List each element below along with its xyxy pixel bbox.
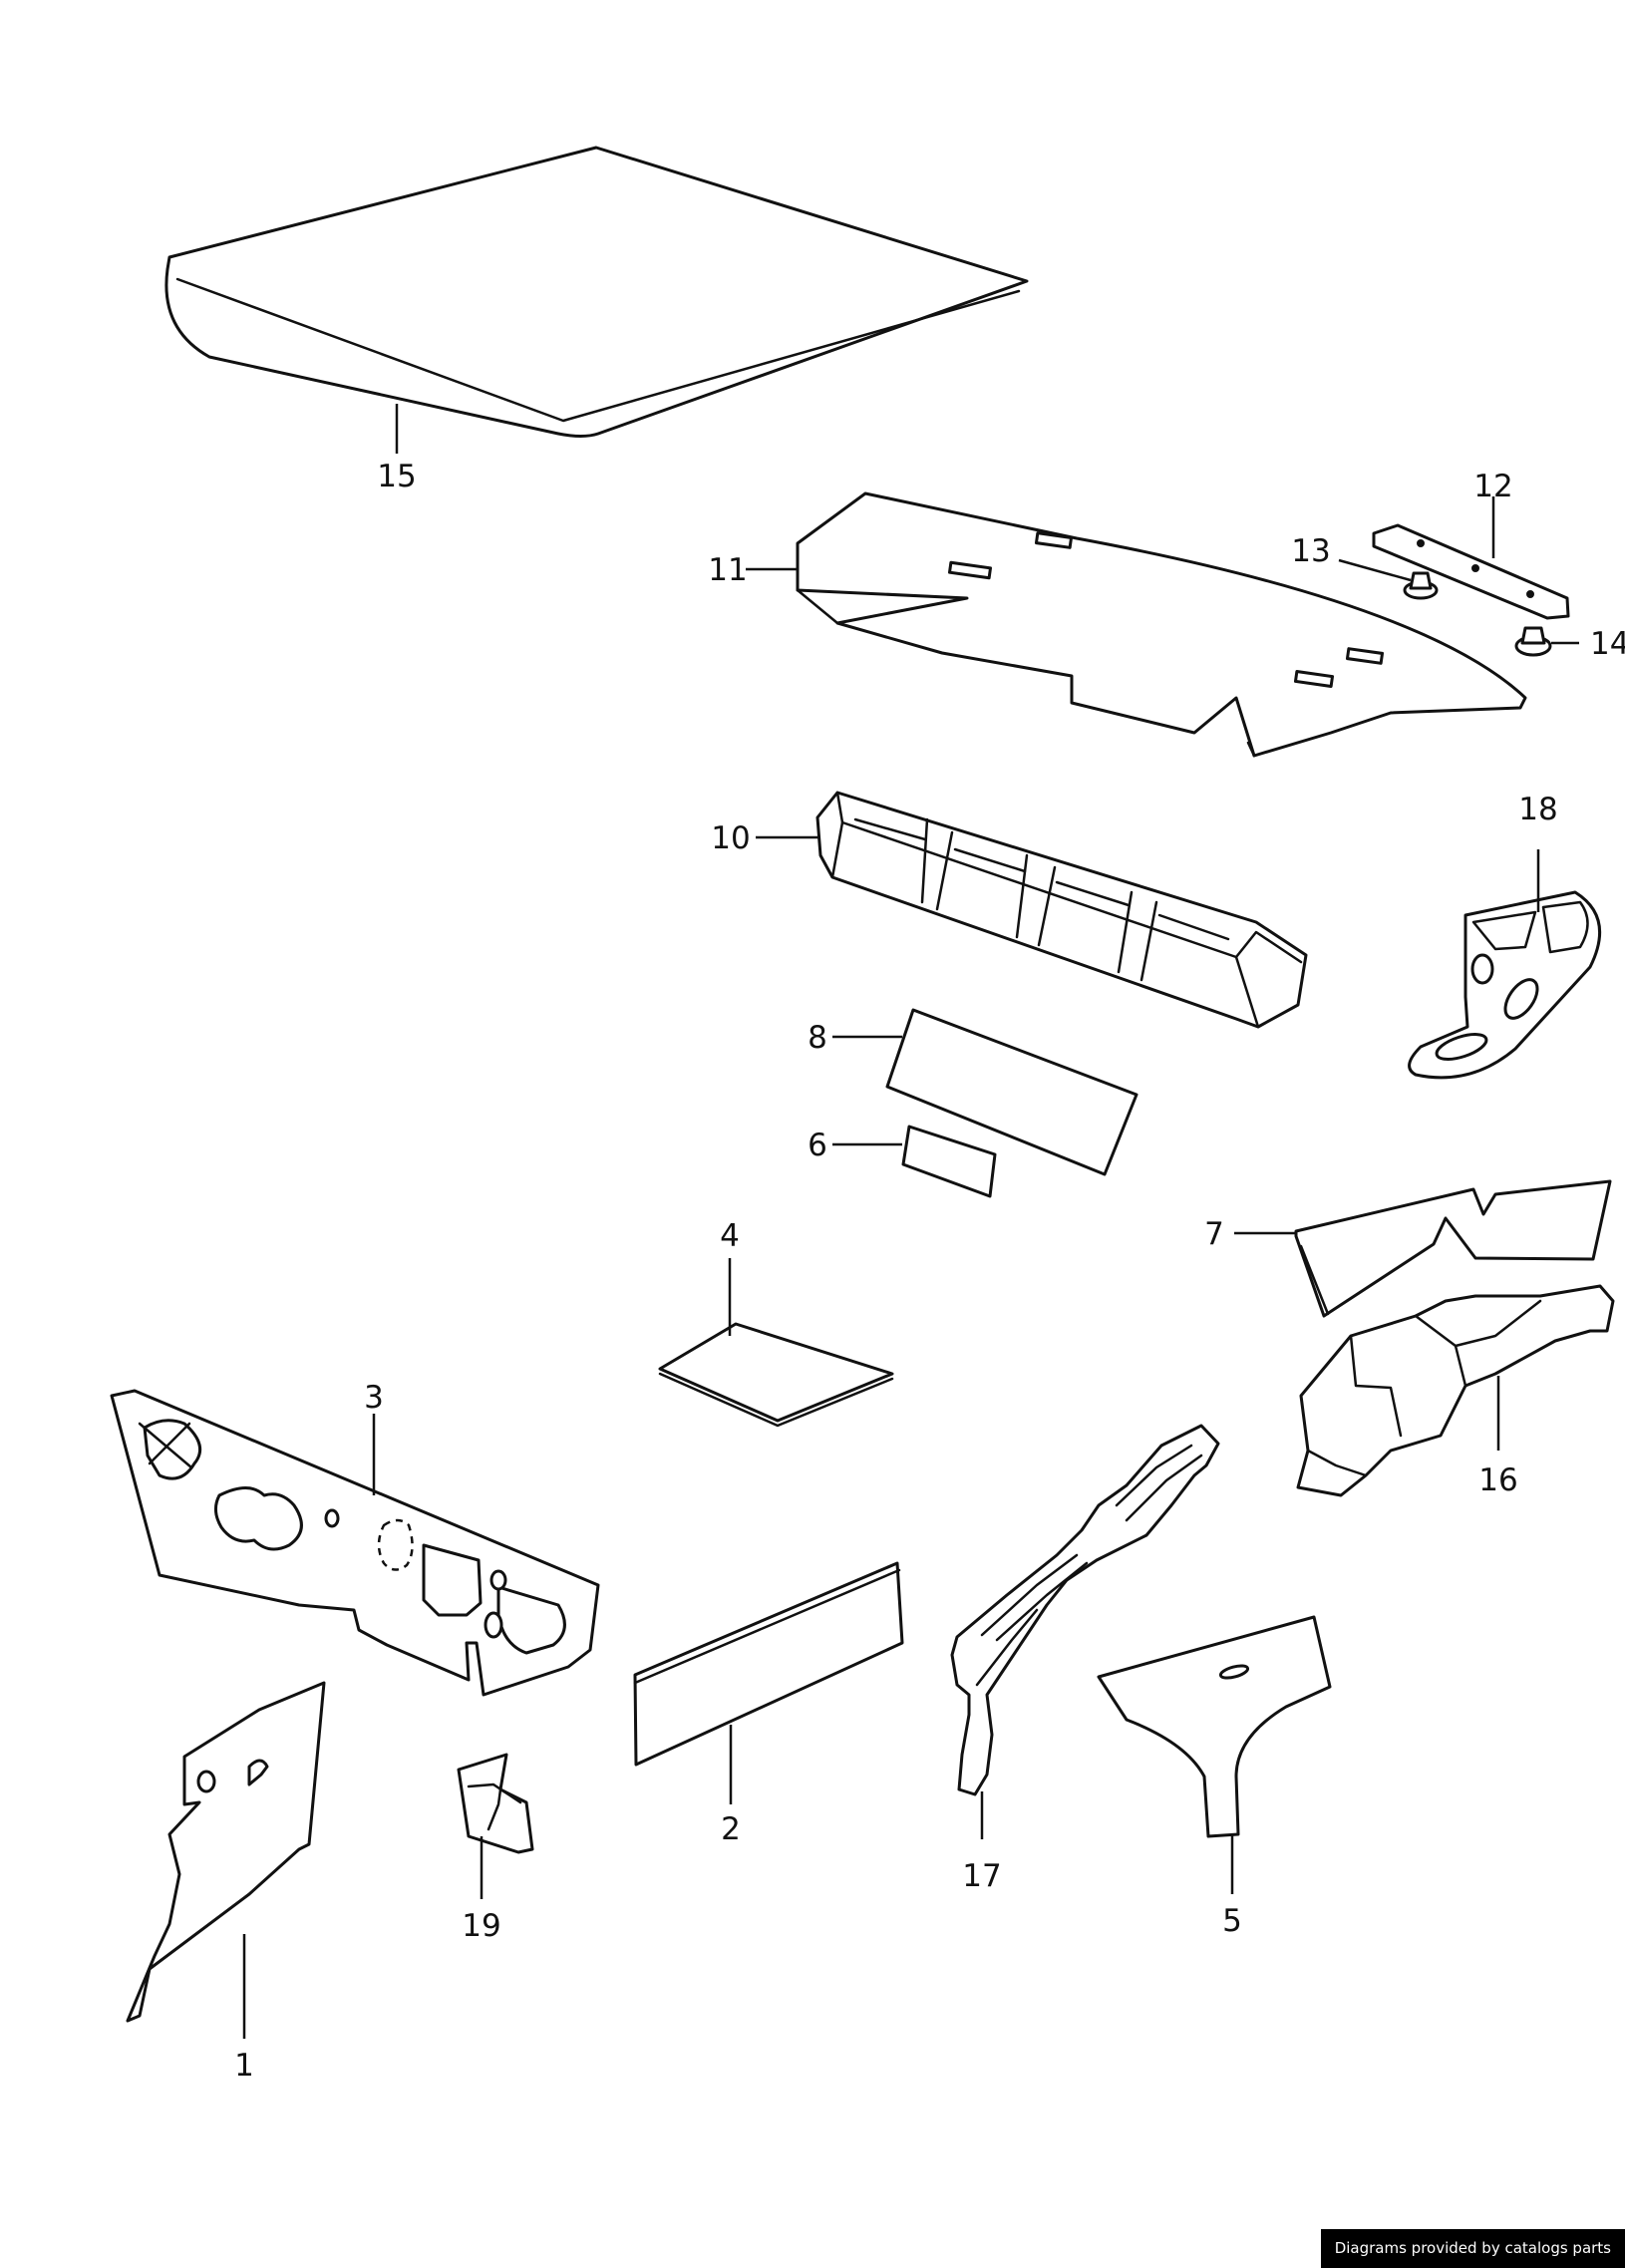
part-5-fan-pad[interactable] bbox=[1097, 1615, 1332, 1894]
part-1-angled-pad[interactable] bbox=[126, 1681, 326, 2039]
part-2-flat-board[interactable] bbox=[633, 1561, 904, 1804]
part-7-curved-panel[interactable] bbox=[1234, 1179, 1612, 1318]
callout-10: 10 bbox=[711, 820, 750, 856]
part-12-bracket[interactable] bbox=[1372, 496, 1570, 620]
part-16-molded-foam[interactable] bbox=[1296, 1284, 1615, 1497]
callout-7: 7 bbox=[1204, 1216, 1224, 1252]
callout-4: 4 bbox=[720, 1218, 740, 1254]
callout-13: 13 bbox=[1291, 533, 1330, 569]
part-3-dash-panel[interactable] bbox=[110, 1389, 600, 1697]
callout-12: 12 bbox=[1473, 469, 1512, 504]
part-8-pad[interactable] bbox=[832, 1008, 1138, 1176]
callout-16: 16 bbox=[1478, 1462, 1517, 1498]
part-11-shelf-panel[interactable] bbox=[746, 491, 1527, 758]
callout-2: 2 bbox=[721, 1811, 741, 1847]
callout-15: 15 bbox=[377, 459, 416, 494]
callout-8: 8 bbox=[808, 1020, 827, 1056]
part-15-panel[interactable] bbox=[164, 146, 1029, 454]
callout-1: 1 bbox=[234, 2048, 254, 2084]
part-4-square-pad[interactable] bbox=[658, 1258, 894, 1428]
part-14-nut[interactable] bbox=[1514, 626, 1579, 657]
credit-badge: Diagrams provided by catalogs parts bbox=[1320, 2229, 1625, 2268]
part-10-foam-block[interactable] bbox=[756, 791, 1308, 1029]
callout-5: 5 bbox=[1222, 1903, 1242, 1939]
part-6-small-pad[interactable] bbox=[832, 1125, 997, 1198]
part-17-molded-strip[interactable] bbox=[950, 1424, 1220, 1839]
callout-3: 3 bbox=[364, 1380, 384, 1416]
callout-18: 18 bbox=[1518, 792, 1557, 827]
part-19-small-bracket[interactable] bbox=[457, 1753, 534, 1899]
callout-19: 19 bbox=[462, 1908, 500, 1944]
part-18-bracket-plate[interactable] bbox=[1408, 849, 1602, 1080]
callout-11: 11 bbox=[708, 552, 747, 588]
part-13-clip[interactable] bbox=[1338, 558, 1439, 600]
callout-17: 17 bbox=[962, 1858, 1001, 1894]
callout-14: 14 bbox=[1590, 626, 1625, 662]
callout-6: 6 bbox=[808, 1128, 827, 1163]
